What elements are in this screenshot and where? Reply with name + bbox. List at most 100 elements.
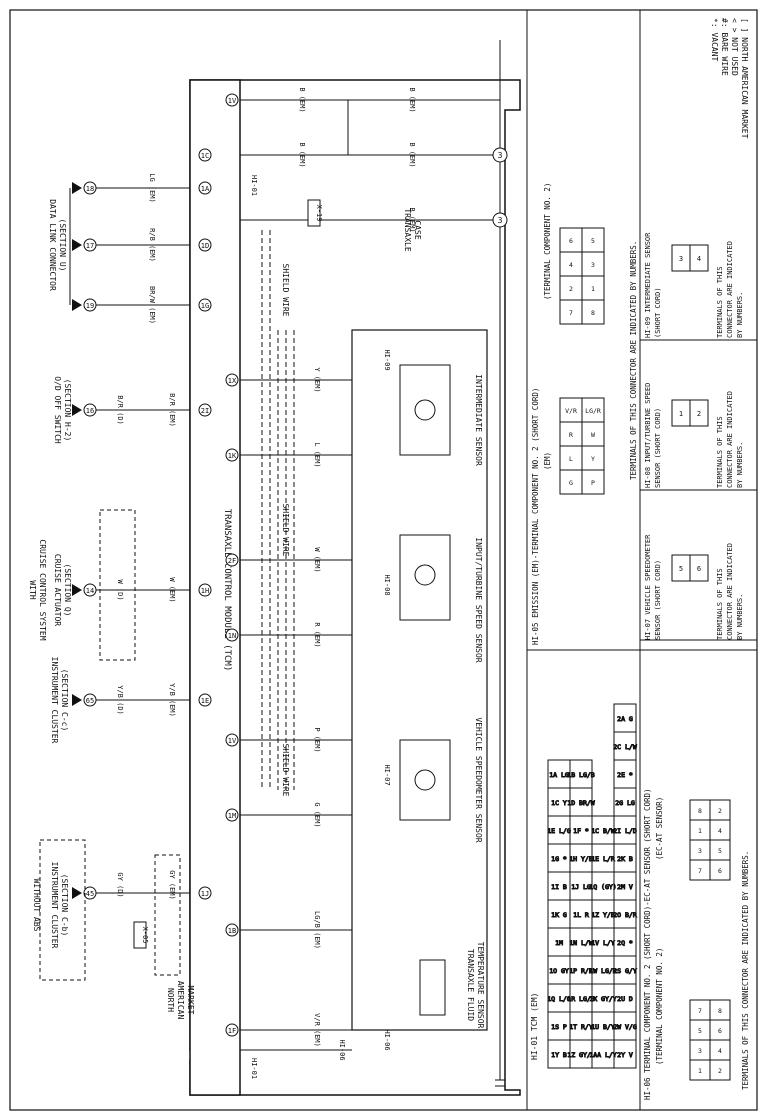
hi05-number-pin: 7 <box>569 309 573 317</box>
wire-label: B (EM) <box>298 142 306 167</box>
tcm-pin-cell-label: 1R LG/B <box>567 995 594 1003</box>
pin-number: 1 <box>679 410 683 418</box>
sensor-label: INPUT/TURBINE SPEED SENSOR <box>474 537 483 662</box>
connector-number: 18 <box>86 185 94 193</box>
hi05-number-pin: 5 <box>591 237 595 245</box>
tcm-pin-cell-label: 1AA L/Y <box>589 1051 616 1059</box>
hi06-right-pin: 3 <box>698 847 702 855</box>
sensor-symbols <box>399 364 451 1016</box>
component-label: (SECTION Q) <box>63 564 72 617</box>
panel-note: CONNECTOR ARE INDICATED <box>726 543 734 640</box>
panel-subtitle: (EC-AT SENSOR) <box>655 797 664 860</box>
tcm-pin-cell-label: 1Q L/O <box>547 995 571 1003</box>
wire-label: LG/B (EM) <box>313 911 321 949</box>
splice-label: X-19 <box>315 205 323 222</box>
tcm-pin-cell-label: 1Z Y/B <box>591 911 615 919</box>
tcm-pin-cell-label: 1N L/W <box>569 939 593 947</box>
panel-note: BY NUMBERS. <box>736 442 744 488</box>
tcm-pin-cell-label: 2M V <box>617 883 633 891</box>
wire-label: W (EM) <box>313 547 321 572</box>
tcm-pin-cell-label: 1J LG <box>571 883 591 891</box>
pin-number: 5 <box>679 565 683 573</box>
cruise-header: WITH <box>28 580 37 599</box>
panel-title: SENSOR (SHORT CORD) <box>654 560 662 640</box>
hi05-number-pin-cell <box>581 227 605 253</box>
tcm-pin: 1N <box>228 632 236 640</box>
tcm-pin-cell-label: 1M <box>555 939 563 947</box>
tcm-pin-cell-label: 2U D <box>617 995 633 1003</box>
tcm-pin-cell-label: 1Z GY/L <box>567 1051 594 1059</box>
hi06-left-pin: 7 <box>698 1007 702 1015</box>
wire-label: GY (EM) <box>168 870 176 900</box>
hi05-number-pin: 4 <box>569 261 573 269</box>
wire-label: Y/B (EM) <box>168 683 176 717</box>
tcm-pin: 2F <box>228 557 236 565</box>
hi06-right-pin: 7 <box>698 867 702 875</box>
wire-label: W (EM) <box>168 577 176 602</box>
panel-note: TERMINALS OF THIS CONNECTOR ARE INDICATE… <box>741 851 750 1090</box>
tcm-pin-cell-label: 1I B <box>551 883 567 891</box>
tcm-pin-cell-label: 1K G <box>551 911 567 919</box>
tcm-pin: 1H <box>201 587 209 595</box>
panel-title: HI-09 INTERMEDIATE SENSOR <box>644 232 652 338</box>
connector-label: HI-08 <box>383 574 391 595</box>
pin-number: 6 <box>697 565 701 573</box>
pin-number: 3 <box>679 255 683 263</box>
panel-note: TERMINALS OF THIS <box>716 568 724 640</box>
sensor-label: VEHICLE SPEEDOMETER SENSOR <box>474 717 483 842</box>
wire-label: R/B (EM) <box>148 228 156 262</box>
connector-label: HI-01 <box>250 175 258 196</box>
wire-label: B (EM) <box>408 142 416 167</box>
tcm-pin-cell-label: 1O GY <box>549 967 569 975</box>
wire-label: B/R (EM) <box>168 393 176 427</box>
tcm-pin-cell-label: 1V L/Y <box>591 939 615 947</box>
tcm-pin-cell-label: 1E L/R <box>591 855 615 863</box>
panel-title: HI-05 EMISSION (EM)-TERMINAL COMPONENT N… <box>531 388 540 645</box>
connector-number: 14 <box>86 587 94 595</box>
hi06-left-pin: 2 <box>718 1067 722 1075</box>
tcm-pin: 1J <box>201 890 209 898</box>
ground-number: 3 <box>498 151 503 160</box>
tcm-pin-cell-label: 2Q * <box>617 939 633 947</box>
sensor-label: TEMPERATURE SENSOR <box>476 942 485 1029</box>
wire-color-labels: GY (D) GY (EM) Y/B (D) Y/B (EM) W (D) W … <box>116 87 416 1047</box>
component-label: O/D OFF SWITCH <box>53 376 62 444</box>
wire-label: B (EM) <box>408 207 416 232</box>
hi06-left-pin: 4 <box>718 1047 722 1055</box>
tcm-pin: 1A <box>201 185 210 193</box>
connector-number: 65 <box>86 697 94 705</box>
connector-label: HI-06 <box>383 1029 391 1050</box>
panel-subtitle: (TERMINAL COMPONENT NO. 2) <box>543 183 552 300</box>
na-market-label: NORTH <box>166 988 175 1012</box>
panel-note: CONNECTOR ARE INDICATED <box>726 391 734 488</box>
tcm-pin: 1M <box>228 812 236 820</box>
panel-note: TERMINALS OF THIS <box>716 266 724 338</box>
tcm-pin-cell-label: 2O B/R <box>613 911 637 919</box>
component-label: (SECTION H-2) <box>63 379 72 442</box>
panel-note: BY NUMBERS. <box>736 292 744 338</box>
tcm-pin-cell-label: 1T R/Y <box>569 1023 593 1031</box>
tcm-pin-cell-label: 1W LG/R <box>589 967 616 975</box>
hi05-letter-pin: W <box>591 431 595 439</box>
tcm-pin-cell-label: 1F * <box>573 827 589 835</box>
tcm-pin-cell-label-cell <box>613 703 637 733</box>
tcm-pin-cell-label: 1C B/W <box>591 827 615 835</box>
transaxle-case-label: CASE <box>413 220 422 239</box>
tcm-pin: 1D <box>201 242 209 250</box>
panel-title: HI-08 INPUT/TURBINE SPEED <box>644 383 652 488</box>
tcm-pin: 2I <box>201 407 209 415</box>
shield-wire-label: SHIELD WIRE <box>281 264 290 317</box>
pin-number: 4 <box>697 255 701 263</box>
panel-note: CONNECTOR ARE INDICATED <box>726 241 734 338</box>
hi05-letter-pin: Y <box>591 455 595 463</box>
hi06-right-pin-cell <box>709 799 731 821</box>
hi06-right-pin: 6 <box>718 867 722 875</box>
sheet-border <box>9 9 758 1111</box>
component-label: INSTRUMENT CLUSTER <box>50 862 59 949</box>
tcm-pin: 1K <box>228 452 237 460</box>
hi06-left-pin: 6 <box>718 1027 722 1035</box>
sensor-label: INTERMEDIATE SENSOR <box>474 374 483 466</box>
